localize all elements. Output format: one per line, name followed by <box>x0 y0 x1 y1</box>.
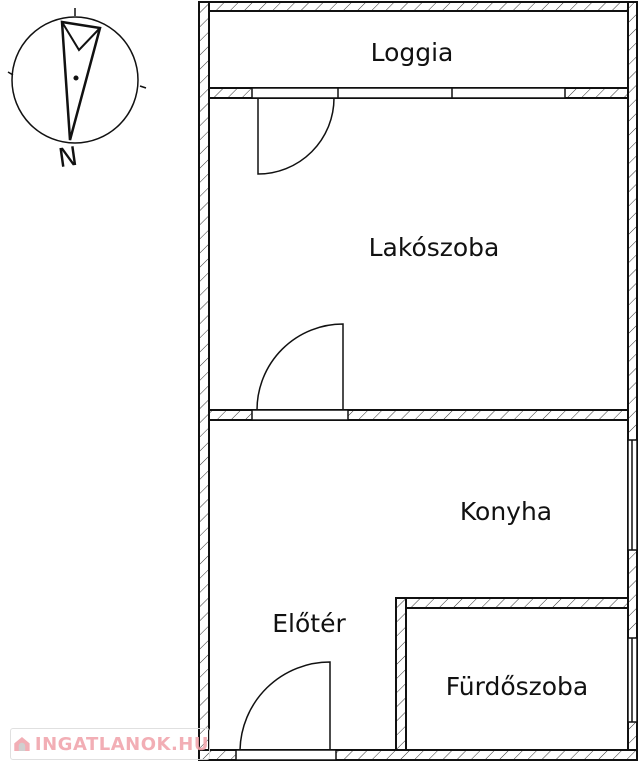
doors <box>239 97 344 751</box>
wall-top <box>198 1 638 12</box>
house-icon <box>14 736 30 752</box>
room-label-living-room: Lakószoba <box>369 233 500 262</box>
room-label-bathroom: Fürdőszoba <box>446 672 589 701</box>
openings <box>235 87 638 761</box>
room-label-hall: Előtér <box>272 609 346 638</box>
watermark: INGATLANOK.HU <box>10 728 210 760</box>
walls <box>198 1 638 761</box>
door-living <box>256 323 344 411</box>
room-label-kitchen: Konyha <box>460 497 552 526</box>
door-entrance <box>239 661 331 751</box>
room-label-loggia: Loggia <box>371 38 454 67</box>
wall-left <box>198 1 210 761</box>
wall-bathroom-top <box>395 597 629 609</box>
wall-bottom <box>198 749 638 761</box>
compass-icon: N <box>7 8 147 174</box>
door-loggia <box>257 97 335 175</box>
door-opening-living <box>251 409 349 421</box>
wall-bathroom-left <box>395 597 407 761</box>
door-opening-entrance <box>235 749 337 761</box>
wall-living-kitchen <box>208 409 629 421</box>
watermark-text: INGATLANOK.HU <box>34 733 209 755</box>
window-loggia <box>251 87 566 99</box>
compass-label: N <box>56 142 79 174</box>
